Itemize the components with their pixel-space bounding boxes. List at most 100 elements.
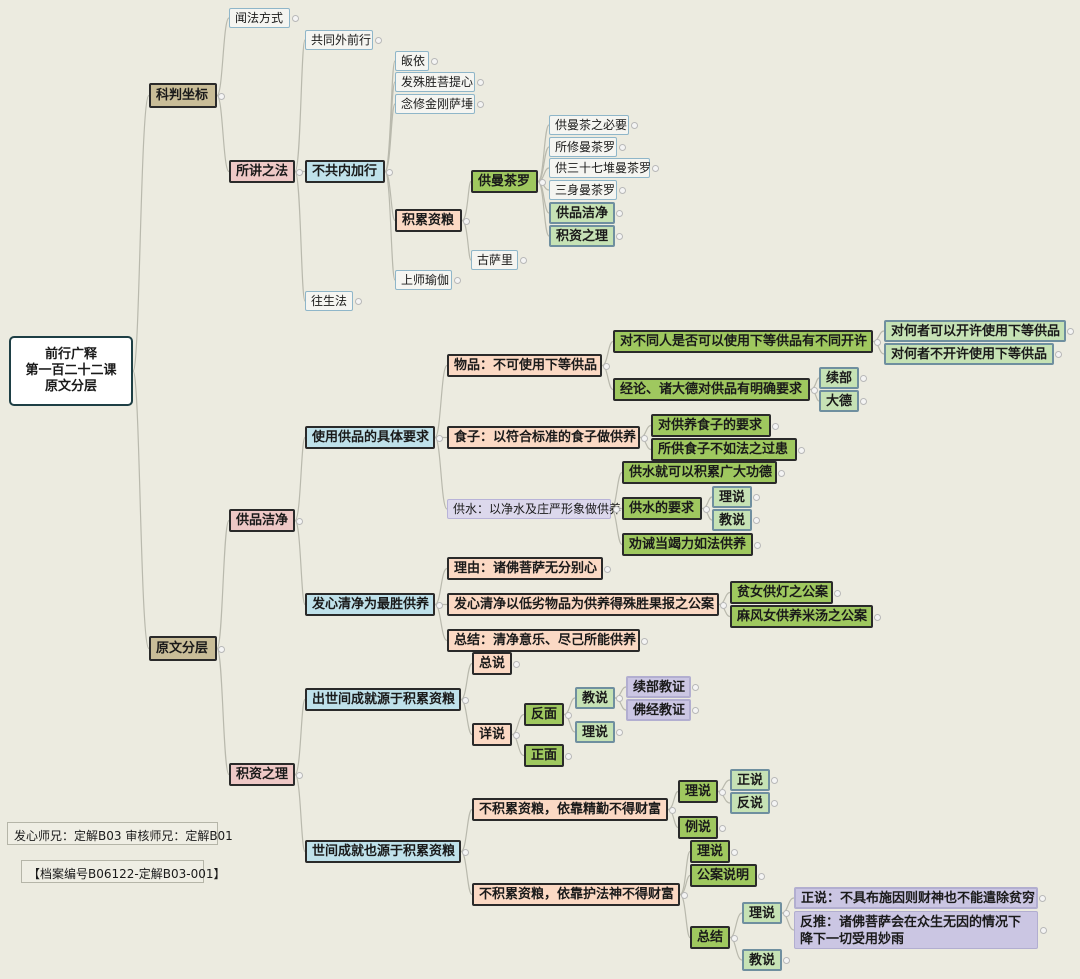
topic-bu-ji1[interactable]: 不积累资粮，依靠精勤不得财富	[472, 798, 676, 821]
root-title-line2: 第一百二十二课	[25, 363, 117, 378]
topic-wu-pin[interactable]: 物品：不可使用下等供品	[447, 354, 610, 377]
connector-gong-shui-to-gs1	[610, 471, 623, 510]
credits-reviewers: 发心师兄：定解B03 审核师兄：定解B01	[7, 822, 233, 845]
topic-m4[interactable]: 三身曼茶罗	[549, 180, 626, 200]
topic-gong-shui[interactable]: 供水：以净水及庄严形象做供养	[447, 499, 621, 519]
topic-li-you[interactable]: 理由：诸佛菩萨无分别心	[447, 557, 611, 580]
topic-zong-jie2[interactable]: 总结	[690, 926, 738, 949]
topic-ke-pan[interactable]: 科判坐标	[149, 83, 225, 108]
connector-ji-zi-to-chu-shi	[294, 698, 306, 776]
topic-li-shuo3[interactable]: 理说	[678, 780, 726, 803]
topic-m2[interactable]: 所修曼茶罗	[549, 137, 626, 157]
topic-li-shuo5[interactable]: 理说	[742, 902, 790, 924]
topic-bu-ke[interactable]: 对何者不开许使用下等供品	[884, 343, 1062, 365]
topic-ji-zi[interactable]: 积资之理	[229, 763, 303, 786]
connector-root-to-ke-pan	[132, 94, 150, 372]
connector-gong-shui-to-gs3	[610, 508, 623, 546]
credits-archive: 【档案编号B06122-定解B03-001】	[21, 860, 225, 883]
topic-gp-jie[interactable]: 供品洁净	[229, 509, 303, 532]
topic-zheng-mian[interactable]: 正面	[524, 744, 572, 767]
connector-chu-shi-to-zong-shuo	[460, 662, 473, 701]
topic-dui-bu[interactable]: 对不同人是否可以使用下等供品有不同开许	[613, 330, 881, 353]
connector-wu-pin-to-dui-bu	[601, 340, 614, 367]
connector-gp-jie-to-shi-yong	[294, 436, 306, 522]
topic-xiang-shuo[interactable]: 详说	[472, 723, 520, 746]
topic-li-shuo2[interactable]: 理说	[575, 721, 623, 743]
topic-da-de[interactable]: 大德	[819, 390, 867, 412]
root-title-line3: 原文分层	[44, 379, 97, 394]
topic-jiao-shuo5[interactable]: 教说	[742, 949, 790, 971]
topic-fa-xin[interactable]: 发殊胜菩提心	[395, 72, 484, 92]
topic-shi-yong[interactable]: 使用供品的具体要求	[305, 426, 443, 449]
connector-zong-jie2-to-li-shuo5	[729, 912, 743, 939]
topic-fan-mian[interactable]: 反面	[524, 703, 572, 726]
connector-yuan-wen-to-gp-jie	[216, 519, 230, 650]
topic-xu-bu-jz[interactable]: 续部教证	[626, 676, 699, 698]
topic-li-shuo3b[interactable]: 例说	[678, 816, 726, 839]
connector-gong-man-to-m1	[537, 124, 550, 183]
topic-gong-an[interactable]: 发心清净以低劣物品为供养得殊胜果报之公案	[447, 593, 727, 616]
topic-gong-man[interactable]: 供曼茶罗	[471, 170, 546, 193]
connector-root-to-yuan-wen	[132, 370, 150, 650]
topic-ji-lei[interactable]: 积累资粮	[395, 209, 470, 232]
topic-wen-fa[interactable]: 闻法方式	[229, 8, 299, 28]
connector-gp-jie-to-fa-xin-qj	[294, 519, 306, 606]
topic-yuan-wen[interactable]: 原文分层	[149, 636, 225, 661]
topic-fan-shuo[interactable]: 反说	[730, 792, 778, 814]
topic-xu-bu[interactable]: 续部	[819, 367, 867, 389]
topic-bu-gong[interactable]: 不共内加行	[305, 160, 393, 183]
connector-fa-xin-qj-to-li-you	[434, 567, 448, 606]
topic-fo-jing-jz[interactable]: 佛经教证	[626, 699, 699, 721]
topic-jiao-shuo2[interactable]: 教说	[575, 687, 623, 709]
topic-gs3[interactable]: 劝诫当竭力如法供养	[622, 533, 761, 556]
topic-fa-xin-qj[interactable]: 发心清净为最胜供养	[305, 593, 443, 616]
topic-m5[interactable]: 供品洁净	[549, 202, 623, 224]
connector-ke-pan-to-wen-fa	[216, 17, 230, 97]
topic-gu-sa[interactable]: 古萨里	[471, 250, 527, 270]
connector-shi-yong-to-wu-pin	[434, 364, 448, 439]
topic-chu-shi[interactable]: 出世间成就源于积累资粮	[305, 688, 469, 711]
connector-bu-gong-to-gui-yi	[384, 60, 396, 173]
topic-bu-ji2[interactable]: 不积累资粮，依靠护法神不得财富	[472, 883, 688, 906]
connector-ji-lei-to-gong-man	[461, 180, 472, 222]
topic-sz2[interactable]: 所供食子不如法之过患	[651, 438, 805, 461]
topic-ma-feng[interactable]: 麻风女供养米汤之公案	[730, 605, 881, 628]
connector-shi-jian-to-bu-ji2	[460, 850, 473, 896]
topic-zong-shuo[interactable]: 总说	[472, 652, 520, 675]
topic-ke-yi[interactable]: 对何者可以开许使用下等供品	[884, 320, 1074, 342]
topic-nian-xiu[interactable]: 念修金刚萨埵	[395, 94, 484, 114]
connector-ji-zi-to-shi-jian	[294, 773, 306, 853]
topic-wang-sheng[interactable]: 往生法	[305, 291, 362, 311]
topic-jing-lun[interactable]: 经论、诸大德对供品有明确要求	[613, 378, 818, 401]
topic-m3[interactable]: 供三十七堆曼茶罗	[549, 158, 659, 178]
topic-sz1[interactable]: 对供养食子的要求	[651, 414, 779, 437]
connector-suo-jiang-to-gong-tong	[294, 39, 306, 173]
connector-yuan-wen-to-ji-zi	[216, 647, 230, 776]
topic-shi-zi[interactable]: 食子：以符合标准的食子做供养	[447, 426, 648, 449]
topic-zong-jie1[interactable]: 总结：清净意乐、尽己所能供养	[447, 629, 648, 652]
topic-suo-jiang[interactable]: 所讲之法	[229, 160, 303, 183]
topic-jiao-shuo[interactable]: 教说	[712, 509, 760, 531]
topic-gui-yi[interactable]: 皈依	[395, 51, 438, 71]
connector-ke-pan-to-suo-jiang	[216, 94, 230, 173]
topic-gong-an-sm[interactable]: 公案说明	[690, 864, 765, 887]
topic-li-shuo4[interactable]: 理说	[690, 840, 738, 863]
topic-m6[interactable]: 积资之理	[549, 225, 623, 247]
topic-shi-jian[interactable]: 世间成就也源于积累资粮	[305, 840, 469, 863]
connector-ji-lei-to-gu-sa	[461, 219, 472, 261]
root-title-line1: 前行广释	[44, 347, 97, 362]
topic-pin-nv[interactable]: 贫女供灯之公案	[730, 581, 841, 604]
topic-fan-tui[interactable]: 反推：诸佛菩萨会在众生无因的情况下降下一切受用妙雨	[794, 911, 1047, 949]
topic-shang-shi[interactable]: 上师瑜伽	[395, 270, 461, 290]
root-topic[interactable]: 前行广释 第一百二十二课 原文分层	[9, 336, 133, 406]
topic-gs1[interactable]: 供水就可以积累广大功德	[622, 461, 785, 484]
topic-zheng-shuo[interactable]: 正说	[730, 769, 778, 791]
topic-gs2[interactable]: 供水的要求	[622, 497, 710, 520]
topic-gong-tong[interactable]: 共同外前行	[305, 30, 382, 50]
connector-fa-xin-qj-to-zong-jie1	[434, 603, 448, 642]
connector-shi-jian-to-bu-ji1	[460, 808, 473, 853]
topic-zheng-shuo2[interactable]: 正说：不具布施因则财神也不能遣除贫穷	[794, 887, 1046, 909]
topic-li-shuo[interactable]: 理说	[712, 486, 760, 508]
connector-shi-yong-to-gong-shui	[434, 436, 448, 510]
topic-m1[interactable]: 供曼茶之必要	[549, 115, 638, 135]
